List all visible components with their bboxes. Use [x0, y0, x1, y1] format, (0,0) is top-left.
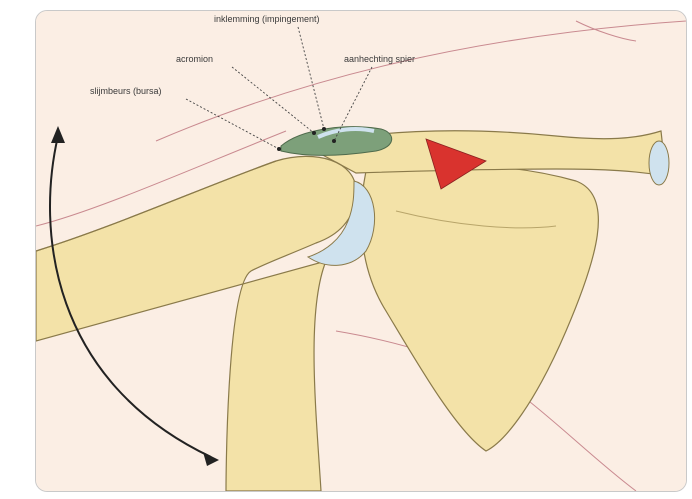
illustration-panel: inklemming (impingement) acromion aanhec… — [35, 10, 687, 492]
clavicle-end-cartilage — [649, 141, 669, 185]
label-muscle-attachment: aanhechting spier — [344, 55, 415, 64]
muscle-attachment-point — [332, 139, 336, 143]
impingement-point — [322, 127, 326, 131]
label-impingement: inklemming (impingement) — [214, 15, 320, 24]
bursa-point — [277, 147, 281, 151]
label-acromion: acromion — [176, 55, 213, 64]
acromion-point — [312, 131, 316, 135]
label-bursa: slijmbeurs (bursa) — [90, 87, 162, 96]
shoulder-illustration — [36, 11, 686, 491]
